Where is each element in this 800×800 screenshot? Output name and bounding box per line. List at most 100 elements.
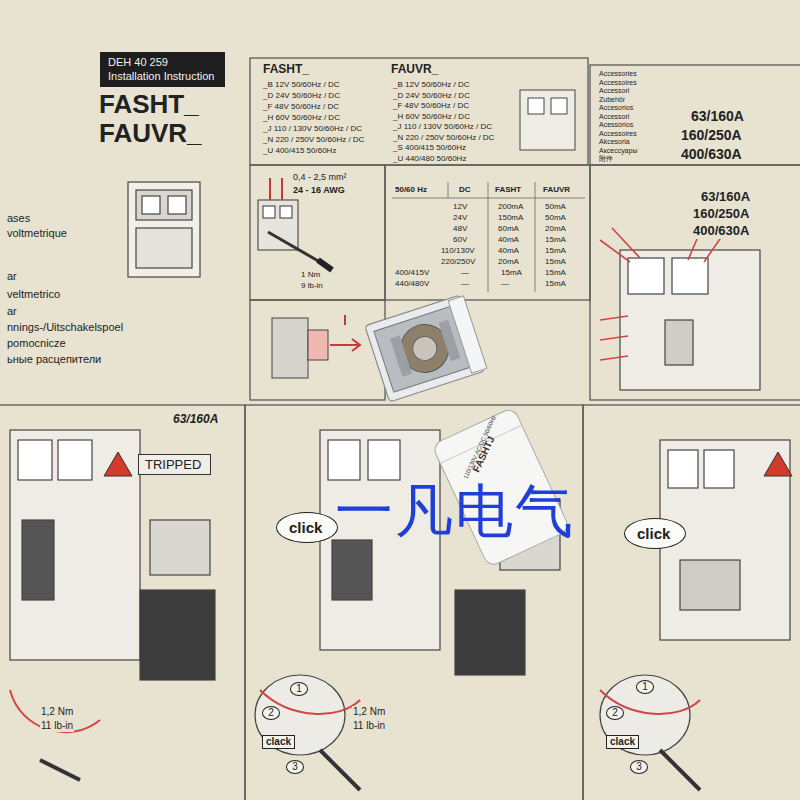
label-text: _D 24V 50/60Hz / DC [262,91,341,100]
label-text: Accessori [598,87,630,95]
label-text: 48V [452,224,468,233]
label-text: _H 60V 50/60Hz / DC [262,113,341,122]
label-text: 160/250A [692,207,750,222]
watermark: 一凡电气 [334,478,576,545]
callout-number: 1 [636,680,654,694]
label-text: 1 Nm [300,270,321,279]
label-text: Accessoires [598,79,638,87]
label-text: 60V [452,235,468,244]
label-text: 160/250A [680,127,743,143]
label-text: 20mA [497,257,520,266]
label-text: 110/130V [440,246,476,255]
callout-number: 3 [630,760,648,774]
callout-number: 2 [262,706,280,720]
label-text: 400/630A [692,224,750,239]
node-text: click [637,525,673,542]
label-text: pomocnicze [6,337,67,350]
label-text: 15mA [500,268,523,277]
node-text: TRIPPED [145,457,204,472]
callout-number: 3 [286,760,304,774]
label-text: 附件 [598,155,614,163]
label-text: 200mA [497,202,524,211]
label-text: clack [606,735,639,749]
node-text: click [289,519,325,536]
label-text: 0,4 - 2,5 mm² [292,172,348,182]
label-text: _D 24V 50/60Hz / DC [392,91,471,100]
label-text: 9 lb-in [300,281,324,290]
click-bubble: click [276,512,338,543]
callout-number: 1 [290,682,308,696]
label-text: 220/250V [440,257,476,266]
label-text: FAUVR [542,185,571,194]
label-text: _J 110 / 130V 50/60Hz / DC [262,124,363,133]
label-text: 40mA [497,246,520,255]
label-text: _B 12V 50/60Hz / DC [262,80,340,89]
label-text: 15mA [544,257,567,266]
label-text: FASHT_ [98,90,200,120]
label-text: Accesorios [598,104,634,112]
label-text: 15mA [544,246,567,255]
label-text: Acessórios [598,121,634,129]
label-text: Zubehör [598,96,626,104]
label-text: 15mA [544,268,567,277]
label-text: 63/160A [690,108,745,124]
callout-number: 2 [606,706,624,720]
label-text: _B 12V 50/60Hz / DC [392,80,470,89]
label-text: 440/480V [394,279,430,288]
label-text: _J 110 / 130V 50/60Hz / DC [392,122,493,131]
label-text: FAUVR_ [98,119,203,149]
label-text: 11 lb-in [352,720,386,732]
label-text: 50mA [544,202,567,211]
label-text: 1,2 Nm [40,706,74,718]
node-text: DEH 40 259 [108,55,217,69]
warning-box: TRIPPED [138,454,211,475]
label-text: 400/415V [394,268,430,277]
label-text: voltmetrique [6,227,68,240]
label-text: 63/160A [172,413,219,427]
label-text: clack [262,735,295,749]
title-bar: DEH 40 259Installation Instruction [100,52,225,87]
label-text: 150mA [497,213,524,222]
label-text: Accessori [598,113,630,121]
label-text: 40mA [497,235,520,244]
label-text: Akcesoria [598,138,631,146]
label-text: 60mA [497,224,520,233]
label-text: _F 48V 50/60Hz / DC [262,102,340,111]
label-text: _F 48V 50/60Hz / DC [392,101,470,110]
label-text: 400/630A [680,146,743,162]
label-text: DC [458,185,472,194]
label-text: 12V [452,202,468,211]
label-text: 24 - 16 AWG [292,185,346,195]
label-text: 15mA [544,279,567,288]
click-bubble: click [624,518,686,549]
label-text: FASHT [494,185,522,194]
label-text: 15mA [544,235,567,244]
label-text: FASHT_ [262,63,310,77]
label-text: _H 60V 50/60Hz / DC [392,112,471,121]
label-text: Accessories [598,70,638,78]
label-text: Аксессуары [598,147,638,155]
label-text: 20mA [544,224,567,233]
label-text: _U 440/480 50/60Hz [392,154,467,163]
label-text: — [500,279,510,288]
label-text: nnings-/Uitschakelspoel [6,321,124,334]
label-text: _N 220 / 250V 50/60Hz / DC [262,135,365,144]
label-text: _S 400/415 50/60Hz [392,143,467,152]
label-text: veltmetrico [6,288,61,301]
label-text: ar [6,305,18,318]
label-text: 24V [452,213,468,222]
label-text: ases [6,212,31,225]
label-text: _N 220 / 250V 50/60Hz / DC [392,133,495,142]
label-text: — [460,279,470,288]
label-text: 63/160A [700,190,751,205]
label-text: 50/60 Hz [394,185,428,194]
label-text: — [460,268,470,277]
label-text: ьные расцепители [6,353,102,366]
label-text: ar [6,270,18,283]
label-text: Accessoires [598,130,638,138]
label-text: 11 lb-in [40,720,74,732]
node-text: Installation Instruction [108,69,217,83]
label-text: FAUVR_ [390,63,439,77]
label-text: 50mA [544,213,567,222]
